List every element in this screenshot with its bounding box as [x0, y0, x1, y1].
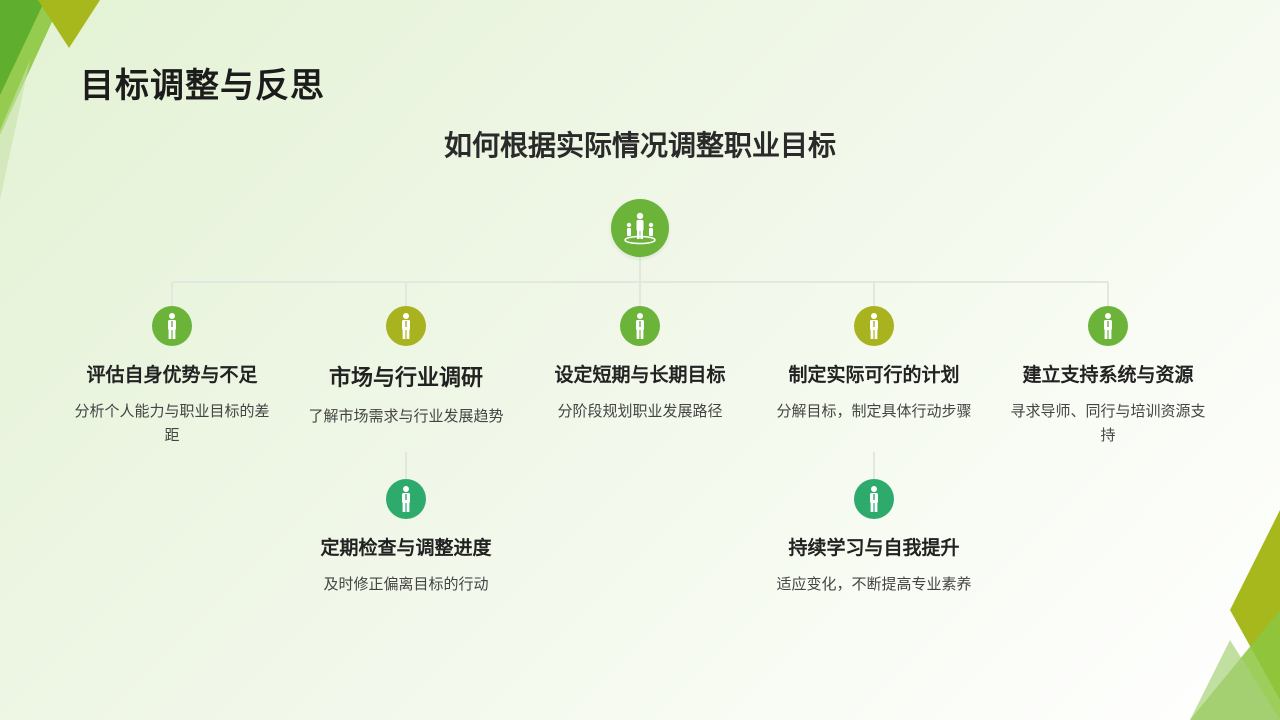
person-icon [620, 306, 660, 346]
person-icon [386, 479, 426, 519]
person-icon [1088, 306, 1128, 346]
node-description: 分析个人能力与职业目标的差距 [74, 402, 270, 444]
person-icon [386, 306, 426, 346]
node-description: 适应变化，不断提高专业素养 [776, 575, 972, 593]
person-icon [854, 479, 894, 519]
node-title: 市场与行业调研 [328, 366, 483, 391]
node-title: 评估自身优势与不足 [86, 364, 258, 386]
node-market-research: 市场与行业调研 了解市场需求与行业发展趋势 [291, 306, 521, 428]
node-title: 建立支持系统与资源 [1022, 364, 1194, 386]
page-title: 目标调整与反思 [80, 66, 325, 106]
root-team-icon [611, 199, 669, 257]
person-icon [152, 306, 192, 346]
node-title: 定期检查与调整进度 [320, 537, 492, 559]
node-description: 及时修正偏离目标的行动 [323, 575, 489, 593]
node-make-plan: 制定实际可行的计划 分解目标，制定具体行动步骤 [759, 306, 989, 423]
node-description: 分阶段规划职业发展路径 [557, 402, 723, 420]
node-title: 制定实际可行的计划 [788, 364, 960, 386]
node-set-goals: 设定短期与长期目标 分阶段规划职业发展路径 [525, 306, 755, 423]
node-description: 分解目标，制定具体行动步骤 [776, 402, 972, 420]
node-review-progress: 定期检查与调整进度 及时修正偏离目标的行动 [291, 479, 521, 596]
node-title: 设定短期与长期目标 [554, 364, 726, 386]
node-title: 持续学习与自我提升 [788, 537, 960, 559]
node-continuous-learning: 持续学习与自我提升 适应变化，不断提高专业素养 [759, 479, 989, 596]
node-support-system: 建立支持系统与资源 寻求导师、同行与培训资源支持 [993, 306, 1223, 447]
person-icon [854, 306, 894, 346]
node-description: 寻求导师、同行与培训资源支持 [1010, 402, 1206, 444]
node-description: 了解市场需求与行业发展趋势 [308, 407, 504, 425]
node-assess-strengths: 评估自身优势与不足 分析个人能力与职业目标的差距 [57, 306, 287, 447]
diagram-subtitle: 如何根据实际情况调整职业目标 [443, 129, 836, 162]
